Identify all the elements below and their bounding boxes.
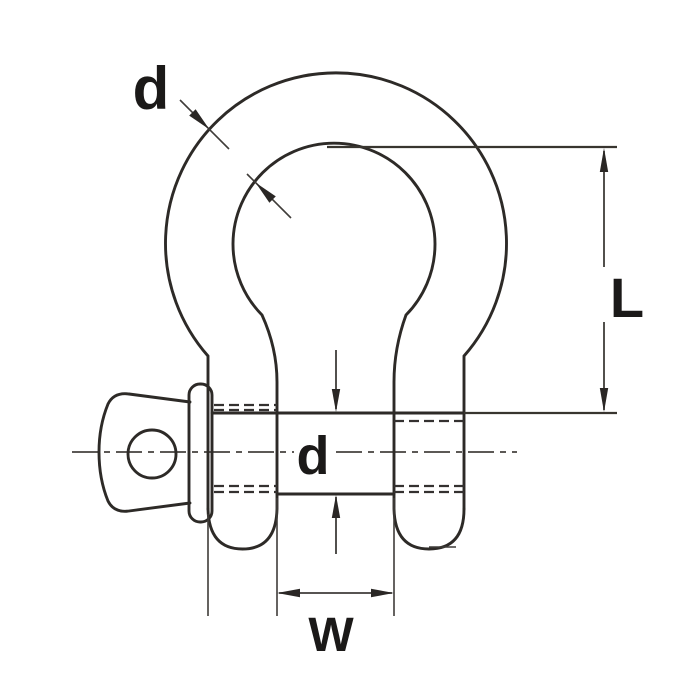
- label-pin-diameter: d: [297, 426, 330, 486]
- shackle-body: [164, 71, 508, 551]
- left-leg-eye: [206, 411, 279, 551]
- pin-d-label-mask: [294, 427, 332, 477]
- label-inside-length: L: [610, 266, 644, 329]
- pin-head: [97, 392, 192, 513]
- W-arrow-left: [277, 588, 300, 598]
- label-bow-diameter: d: [133, 55, 170, 122]
- L-arrow-down: [599, 388, 609, 412]
- dimension-pin-diameter: d: [294, 350, 341, 554]
- screw-pin: [97, 382, 466, 524]
- pin-head-eye-hole: [126, 428, 178, 480]
- pin-d-arrow-down: [331, 389, 341, 412]
- pin-d-arrow-up: [331, 495, 341, 518]
- W-arrow-right: [371, 588, 394, 598]
- label-inside-width: W: [308, 609, 354, 662]
- dimension-inside-width: W: [207, 498, 395, 662]
- bow-d-arrow-inner: [255, 182, 276, 203]
- dimension-inside-length: L: [327, 145, 644, 415]
- dimension-bow-diameter: d: [133, 55, 292, 219]
- bow-outer-outline: [164, 71, 508, 511]
- L-arrow-up: [599, 148, 609, 172]
- bow-d-arrow-outer: [189, 109, 210, 130]
- bow-inner-outline: [231, 141, 437, 415]
- right-leg-eye: [392, 411, 466, 551]
- pin-head-collar: [187, 382, 214, 524]
